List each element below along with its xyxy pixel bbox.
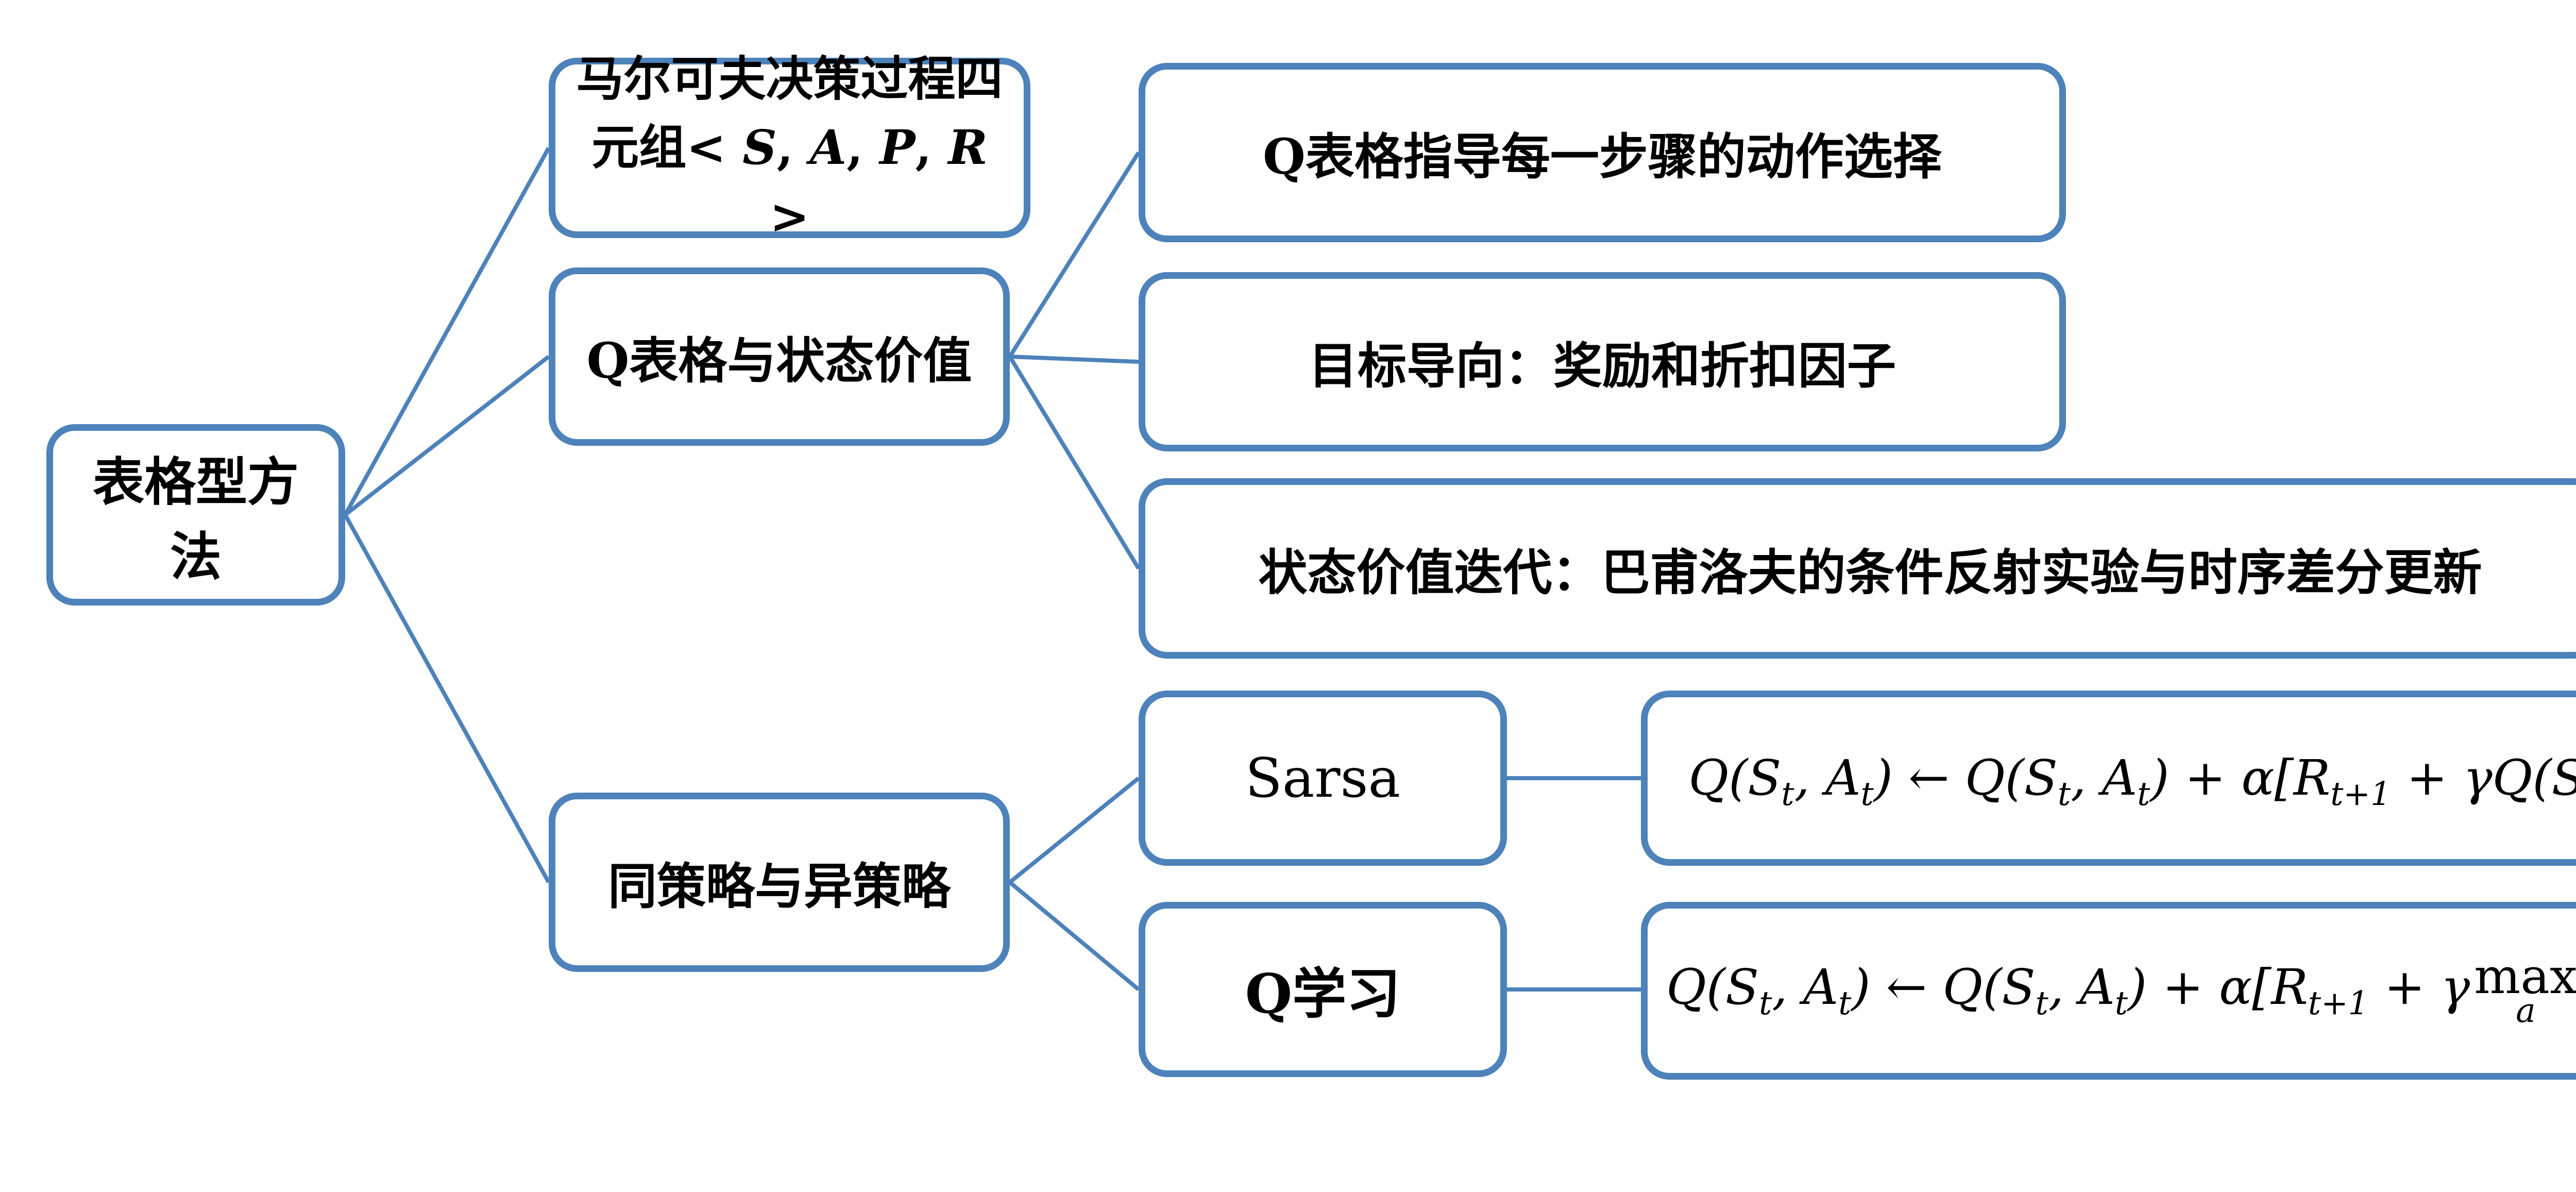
node-sarsa: Sarsa: [1139, 691, 1507, 866]
node-goal-oriented: 目标导向：奖励和折扣因子: [1139, 272, 2066, 451]
node-qtable-action-selection: Q表格指导每一步骤的动作选择: [1139, 63, 2066, 242]
connector-qtable-goal: [1009, 355, 1139, 364]
node-root-label: 表格型方法: [93, 451, 299, 587]
node-goal-oriented-label: 目标导向：奖励和折扣因子: [1308, 337, 1896, 395]
node-state-value-iteration-label: 状态价值迭代：巴甫洛夫的条件反射实验与时序差分更新: [1258, 544, 2482, 601]
node-state-value-iteration: 状态价值迭代：巴甫洛夫的条件反射实验与时序差分更新: [1139, 478, 2576, 659]
node-q-learning-update-formula: Q(St, At) ← Q(St, At) + α[Rt+1 + γmaxaQ(…: [1641, 902, 2576, 1080]
node-root: 表格型方法: [46, 424, 345, 606]
node-qtable-action-selection-label: Q表格指导每一步骤的动作选择: [1263, 128, 1942, 186]
node-on-off-policy-label: 同策略与异策略: [607, 858, 951, 915]
connector-root-qtable: [344, 355, 550, 517]
node-mdp-tuple: 马尔可夫决策过程四元组< S, A, P, R >: [549, 51, 1030, 244]
node-sarsa-update-formula: Q(St, At) ← Q(St, At) + α[Rt+1 + γQ(St+1…: [1641, 691, 2576, 866]
connector-policy-qlearning: [1008, 880, 1140, 992]
q-learning-update-formula: Q(St, At) ← Q(St, At) + α[Rt+1 + γmaxaQ(…: [1666, 948, 2576, 1031]
node-on-off-policy: 同策略与异策略: [549, 793, 1010, 972]
node-mdp-tuple-label: 马尔可夫决策过程四元组< S, A, P, R >: [576, 51, 1003, 244]
sarsa-update-formula: Q(St, At) ← Q(St, At) + α[Rt+1 + γQ(St+1…: [1688, 750, 2576, 813]
node-q-learning: Q学习: [1139, 902, 1507, 1077]
connector-qtable-action: [1008, 151, 1141, 358]
node-qtable-state-value-label: Q表格与状态价值: [586, 332, 972, 390]
connector-qtable-valueiter: [1008, 355, 1141, 570]
connector-root-mdp: [343, 147, 551, 516]
node-q-learning-label: Q学习: [1245, 962, 1401, 1026]
connector-policy-sarsa: [1008, 776, 1140, 884]
connector-root-policy: [343, 514, 551, 883]
node-sarsa-label: Sarsa: [1245, 747, 1401, 810]
node-qtable-state-value: Q表格与状态价值: [549, 267, 1010, 446]
